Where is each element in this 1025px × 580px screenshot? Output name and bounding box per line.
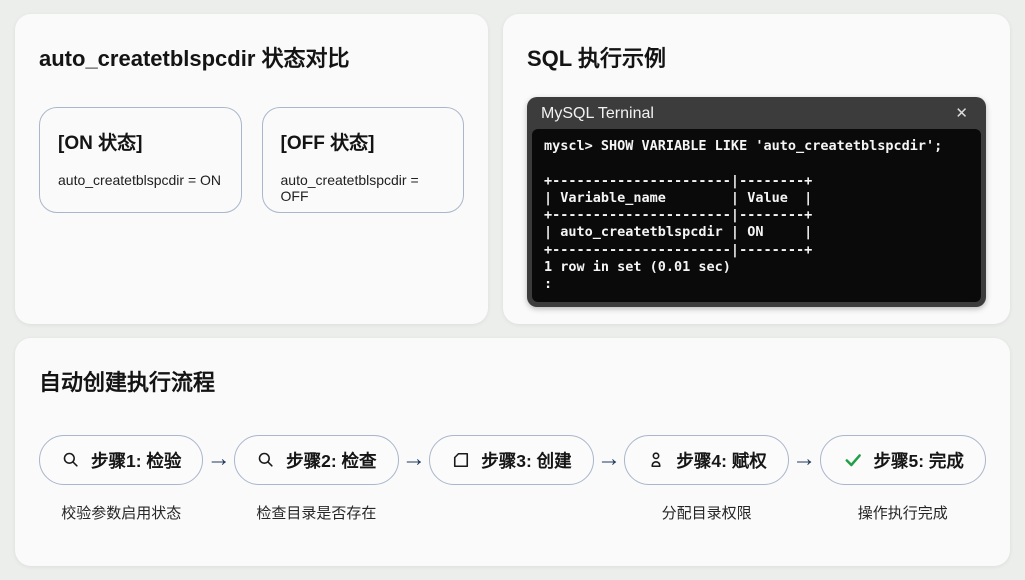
- state-boxes: [ON 状态] auto_createtblspcdir = ON [OFF 状…: [39, 107, 464, 213]
- terminal-line: | auto_createtblspcdir | ON |: [544, 224, 813, 241]
- terminal-line: +----------------------|--------+: [544, 172, 813, 189]
- file-icon: [451, 450, 471, 470]
- terminal-line: 1 row in set (0.01 sec): [544, 258, 731, 275]
- arrow-icon: →: [206, 445, 231, 472]
- terminal-line: +----------------------|--------+: [544, 207, 813, 224]
- flow-step-1: 步骤1: 检验 校验参数启用状态: [39, 435, 204, 523]
- state-box-off-detail: auto_createtblspcdir = OFF: [280, 172, 419, 204]
- check-icon: [842, 450, 864, 470]
- auto-create-flow-card: 自动创建执行流程 步骤1: 检验 校验参数启用状态 → 步骤2: 检查: [15, 338, 1010, 566]
- step-3-pill: 步骤3: 创建: [429, 435, 594, 485]
- terminal-line: | Variable_name | Value |: [544, 189, 813, 206]
- step-1-caption: 校验参数启用状态: [61, 505, 182, 522]
- terminal-line: [544, 155, 969, 172]
- arrow-icon: →: [792, 445, 817, 472]
- terminal-body: myscl> SHOW VARIABLE LIKE 'auto_createtb…: [532, 129, 981, 303]
- flow-step-2: 步骤2: 检查 检查目录是否存在: [234, 435, 399, 523]
- search-icon: [61, 450, 81, 470]
- search-icon: [256, 450, 276, 470]
- flow-step-4: 步骤4: 赋权 分配目录权限: [624, 435, 789, 523]
- step-4-caption: 分配目录权限: [661, 505, 752, 522]
- state-box-off: [OFF 状态] auto_createtblspcdir = OFF: [261, 107, 464, 213]
- state-box-on-detail: auto_createtblspcdir = ON: [58, 172, 222, 188]
- arrow-icon: →: [401, 445, 426, 472]
- step-2-pill: 步骤2: 检查: [234, 435, 399, 485]
- step-1-pill: 步骤1: 检验: [39, 435, 204, 485]
- terminal-line: +----------------------|--------+: [544, 241, 813, 258]
- step-4-pill: 步骤4: 赋权: [624, 435, 789, 485]
- close-icon[interactable]: ✕: [951, 104, 972, 123]
- flow-step-3: 步骤3: 创建: [429, 435, 594, 520]
- step-5-pill: 步骤5: 完成: [819, 435, 986, 485]
- state-box-off-title: [OFF 状态]: [280, 133, 375, 154]
- top-row: auto_createtblspcdir 状态对比 [ON 状态] auto_c…: [15, 14, 1010, 324]
- flow-step-5: 步骤5: 完成 操作执行完成: [819, 435, 986, 523]
- flow-steps: 步骤1: 检验 校验参数启用状态 → 步骤2: 检查 检查目录是否存在 →: [39, 435, 986, 523]
- user-icon: [646, 450, 666, 470]
- terminal-line: myscl> SHOW VARIABLE LIKE 'auto_createtb…: [544, 138, 943, 154]
- step-3-label: 步骤3: 创建: [481, 450, 572, 471]
- state-box-on: [ON 状态] auto_createtblspcdir = ON: [39, 107, 242, 213]
- arrow-icon: →: [597, 445, 622, 472]
- step-4-label: 步骤4: 赋权: [676, 450, 767, 471]
- step-5-caption: 操作执行完成: [857, 505, 948, 522]
- state-box-on-title: [ON 状态]: [58, 133, 143, 154]
- step-2-caption: 检查目录是否存在: [256, 505, 377, 522]
- status-comparison-card: auto_createtblspcdir 状态对比 [ON 状态] auto_c…: [15, 14, 488, 324]
- terminal-titlebar: MySQL Terninal ✕: [527, 97, 986, 129]
- terminal-title: MySQL Terninal: [541, 104, 654, 122]
- sql-example-card: SQL 执行示例 MySQL Terninal ✕ myscl> SHOW VA…: [503, 14, 1010, 324]
- terminal-window: MySQL Terninal ✕ myscl> SHOW VARIABLE LI…: [527, 97, 986, 308]
- step-2-label: 步骤2: 检查: [286, 450, 377, 471]
- terminal-line: :: [544, 276, 553, 293]
- step-1-label: 步骤1: 检验: [91, 450, 182, 471]
- flow-card-title: 自动创建执行流程: [39, 370, 216, 395]
- step-5-label: 步骤5: 完成: [873, 450, 964, 471]
- sql-card-title: SQL 执行示例: [527, 46, 666, 71]
- status-card-title: auto_createtblspcdir 状态对比: [39, 46, 350, 71]
